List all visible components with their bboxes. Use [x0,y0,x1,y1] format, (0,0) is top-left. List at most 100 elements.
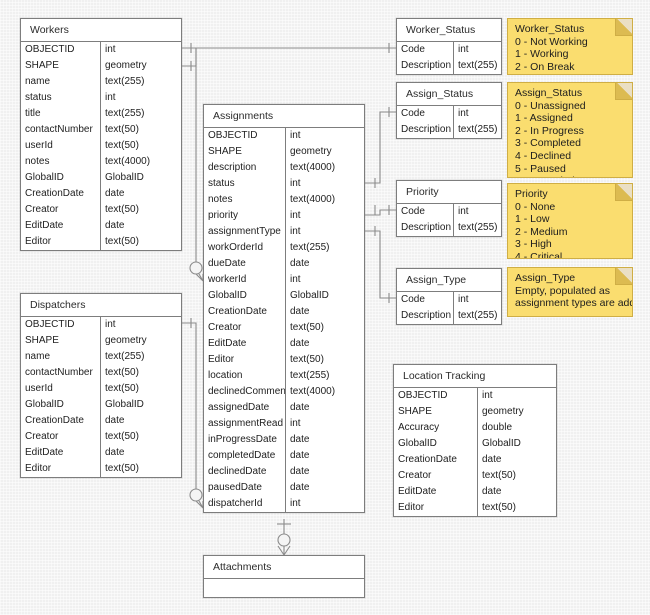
note-line: 2 - On Break [515,60,575,73]
field-type: text(255) [290,242,330,253]
note-line: 5 - Paused [515,162,566,175]
field-name: CreationDate [21,413,101,429]
field-type: int [458,294,469,305]
field-name: completedDate [204,448,286,464]
note-line: assignment types are added [515,297,632,310]
field-type [360,579,364,597]
field-type: int [458,44,469,55]
field-type: date [290,402,310,413]
field-name: Description [397,308,454,324]
field-type: text(255) [105,351,145,362]
field-name: status [21,90,101,106]
entity-title: Attachments [204,556,364,579]
note-line: 4 - Declined [515,149,572,162]
field-type: text(50) [482,502,516,513]
field-type: date [482,486,502,497]
field-name: Creator [21,202,101,218]
connector-workers-assignments [182,43,204,282]
field-type: geometry [105,60,147,71]
page-fold-icon [615,83,632,100]
field-name: Editor [204,352,286,368]
field-name: Creator [394,468,478,484]
field-type: int [290,130,301,141]
field-type: text(50) [105,124,139,135]
entity-table[interactable]: Attachments [203,555,365,598]
entity-title: Dispatchers [21,294,181,317]
field-name: EditDate [21,218,101,234]
field-type: GlobalID [105,172,144,183]
field-type: date [105,220,125,231]
field-name: assignmentRead [204,416,286,432]
field-name: SHAPE [21,333,101,349]
note-line: 2 - Medium [515,225,568,238]
note-line: 0 - Not Working [515,35,588,48]
note-title: Assign_Status [515,87,583,99]
connector-assignments-assign-status [365,107,396,188]
note-line: 0 - Unassigned [515,99,586,112]
entity-title: Workers [21,19,181,42]
field-name: inProgressDate [204,432,286,448]
field-type: text(255) [458,60,498,71]
field-name: notes [204,192,286,208]
field-name: pausedDate [204,480,286,496]
field-name: status [204,176,286,192]
entity-title: Assign_Type [397,269,501,292]
field-type: date [290,482,310,493]
field-name: declinedComment [204,384,286,400]
field-name: dueDate [204,256,286,272]
field-type: int [290,210,301,221]
field-name: Description [397,122,454,138]
field-name: OBJECTID [21,317,101,333]
field-name: SHAPE [394,404,478,420]
field-type: text(50) [290,322,324,333]
field-name: Editor [21,234,101,250]
page-fold-icon [615,19,632,36]
field-type: date [290,434,310,445]
note-line: 4 - Critical [515,250,563,259]
page-fold-icon [615,184,632,201]
note-line: Empty, populated as [515,284,610,297]
field-type: text(50) [105,367,139,378]
field-name: Code [397,106,454,122]
note-line: 1 - Low [515,213,550,226]
field-name: name [21,74,101,90]
field-type: text(50) [105,140,139,151]
note-line: 1 - Working [515,48,569,61]
note-line: 0 - None [515,200,556,213]
entity-field-row: EditDate date [21,218,181,234]
field-name: CreationDate [204,304,286,320]
field-type: text(50) [290,354,324,365]
entity-title: Assign_Status [397,83,501,106]
field-name: OBJECTID [204,128,286,144]
